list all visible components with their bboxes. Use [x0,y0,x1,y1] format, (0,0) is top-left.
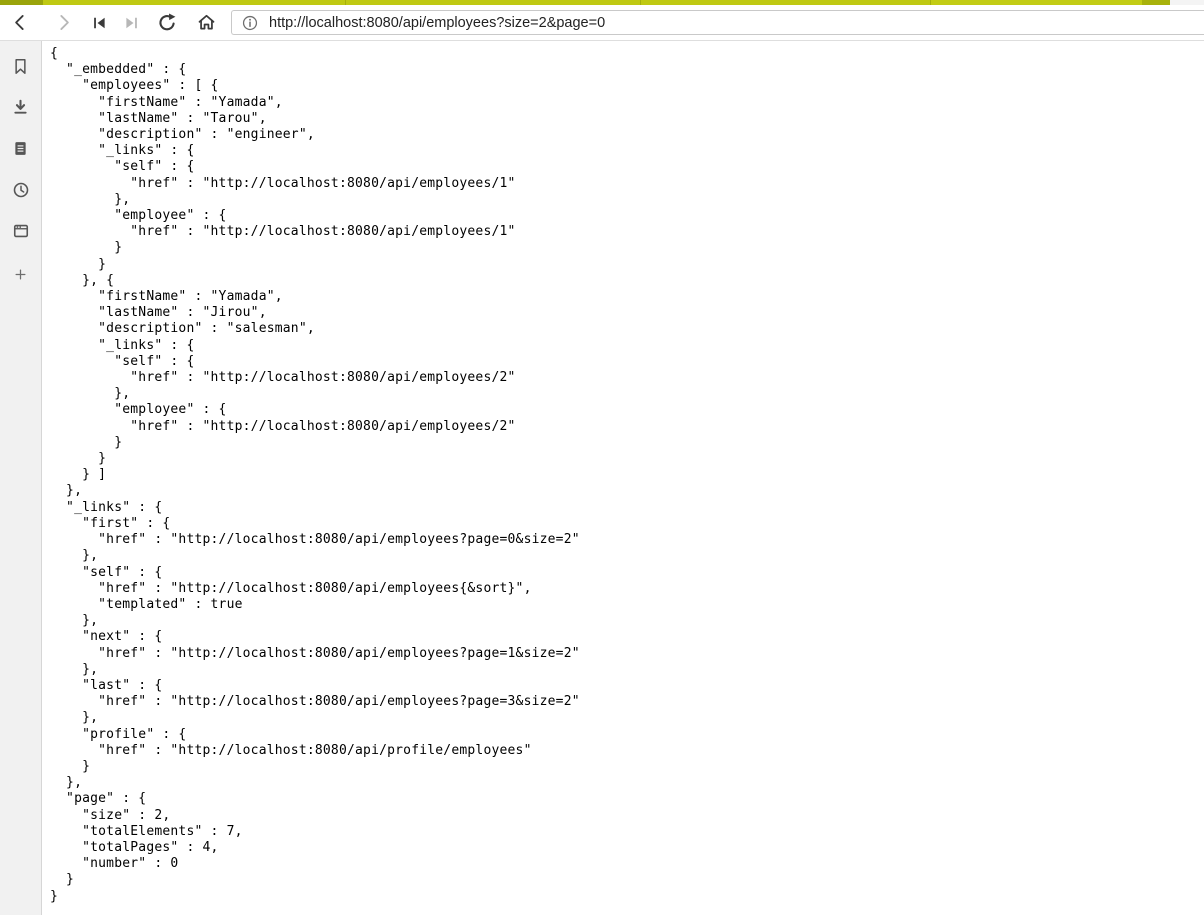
clock-icon [11,180,31,205]
download-arrow-icon [11,98,30,122]
bookmarks-panel-button[interactable] [8,56,34,82]
back-button[interactable] [8,11,32,35]
note-document-icon [11,139,30,163]
add-panel-button[interactable] [8,264,34,290]
tab-strip-active-segment[interactable] [0,0,43,5]
window-panel-icon [11,221,31,246]
reload-circular-arrow-icon [156,12,178,34]
chevron-right-icon [53,12,74,33]
tab-strip-segment[interactable] [641,0,931,5]
page-content: { "_embedded" : { "employees" : [ { "fir… [42,41,1204,915]
tab-strip-segment[interactable] [43,0,346,5]
chevron-left-icon [10,12,31,33]
history-panel-button[interactable] [8,179,34,205]
browser-body: { "_embedded" : { "employees" : [ { "fir… [0,41,1204,915]
tab-strip-segment[interactable] [346,0,641,5]
browser-toolbar [0,5,1204,41]
skip-to-start-icon [90,14,108,32]
tab-strip-empty-area [1170,0,1204,5]
json-response-body: { "_embedded" : { "employees" : [ { "fir… [50,46,580,904]
reload-button[interactable] [155,11,179,35]
rewind-button[interactable] [87,11,111,35]
notes-panel-button[interactable] [8,138,34,164]
forward-button[interactable] [51,11,75,35]
skip-to-end-icon [123,14,141,32]
tab-strip-segment[interactable] [931,0,1142,5]
home-button[interactable] [194,11,218,35]
info-circle-icon[interactable] [241,14,259,32]
tab-strip-end-cap [1142,0,1170,5]
home-house-icon [196,12,217,33]
tab-strip[interactable] [0,0,1204,5]
plus-icon [13,267,28,287]
panel-sidebar [0,41,42,915]
fast-forward-button[interactable] [120,11,144,35]
url-input[interactable] [269,14,1204,31]
bookmark-icon [11,57,30,81]
address-bar[interactable] [231,10,1204,35]
downloads-panel-button[interactable] [8,97,34,123]
windows-panel-button[interactable] [8,220,34,246]
